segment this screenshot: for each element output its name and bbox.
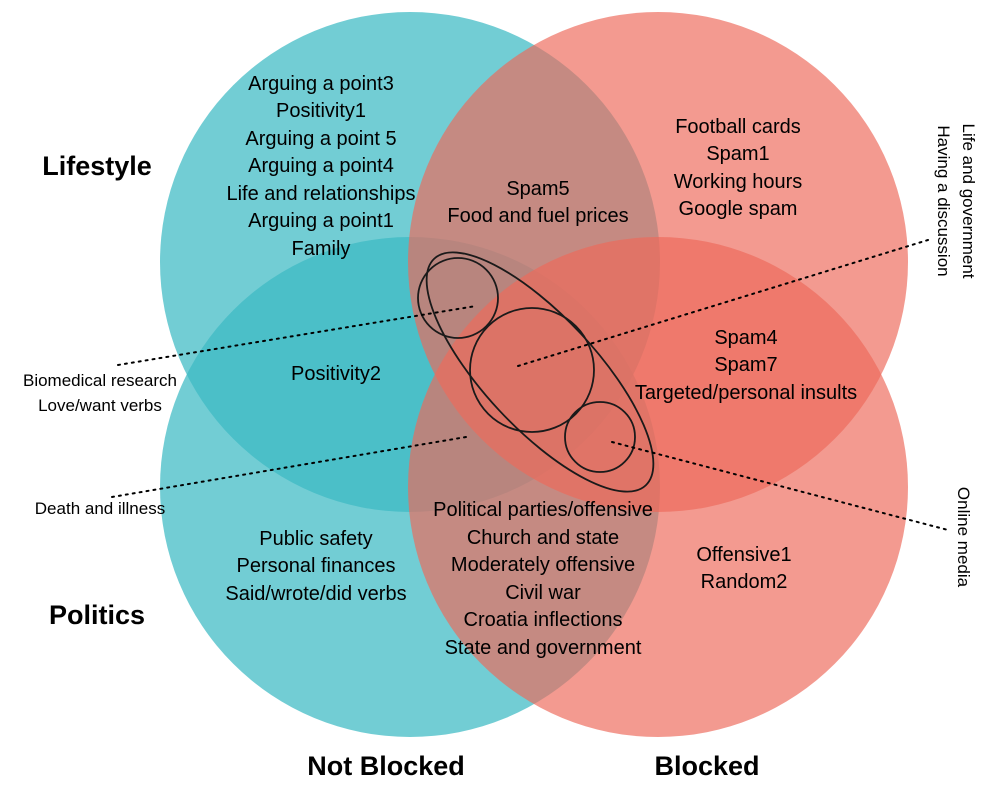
blocked-politics-circle [408,237,908,737]
region-item: Food and fuel prices [447,205,628,227]
region-item: Football cards [675,116,801,138]
region-lifestyle-both: Spam5 Food and fuel prices [447,178,628,227]
region-item: Offensive1 [696,544,791,566]
region-item: Random2 [701,571,788,593]
callout-item: Having a discussion [934,125,953,276]
region-item: Spam1 [706,143,769,165]
region-item: Life and relationships [226,183,415,205]
region-item: Moderately offensive [451,554,635,576]
region-item: Spam7 [714,354,777,376]
callout-left-upper: Biomedical research Love/want verbs [23,371,177,415]
region-politics-blocked: Offensive1 Random2 [696,544,791,593]
region-item: Arguing a point4 [248,155,394,177]
inner-circle-bottom [564,401,636,473]
region-item: Positivity2 [291,363,381,385]
region-item: Public safety [259,528,372,550]
callout-item: Life and government [959,124,978,279]
region-lifestyle-blocked: Football cards Spam1 Working hours Googl… [674,116,803,220]
region-item: Arguing a point 5 [245,128,396,150]
region-item: Said/wrote/did verbs [225,583,406,605]
inner-circle-middle [469,307,595,433]
region-politics-both: Political parties/offensive Church and s… [433,499,653,659]
callout-line-right-lower [611,441,949,531]
callout-item: Biomedical research [23,371,177,390]
region-item: State and government [445,637,642,659]
category-blocked: Blocked [654,751,759,781]
region-item: Working hours [674,171,803,193]
region-lifestyle-politics-not-blocked: Positivity2 [291,363,381,385]
inner-ellipse [425,251,655,493]
region-item: Google spam [679,198,798,220]
callout-item: Online media [954,487,973,588]
region-item: Arguing a point1 [248,210,394,232]
category-politics: Politics [49,600,145,630]
region-item: Spam4 [714,327,777,349]
region-item: Personal finances [237,555,396,577]
callout-right-upper: Life and government Having a discussion [934,124,978,279]
region-item: Church and state [467,527,619,549]
region-item: Positivity1 [276,100,366,122]
region-item: Croatia inflections [464,609,623,631]
inner-circle-top [417,257,499,339]
region-politics-not-blocked: Public safety Personal finances Said/wro… [225,528,406,605]
callout-item: Death and illness [35,499,165,518]
callout-right-lower: Online media [954,487,973,588]
region-item: Political parties/offensive [433,499,653,521]
region-item: Spam5 [506,178,569,200]
callout-line-right-upper [517,239,929,367]
region-item: Civil war [505,582,581,604]
region-item: Arguing a point3 [248,73,394,95]
region-item: Family [292,238,351,260]
callout-line-left-upper [117,305,477,366]
category-lifestyle: Lifestyle [42,151,152,181]
region-lifestyle-politics-blocked: Spam4 Spam7 Targeted/personal insults [635,327,857,404]
callout-item: Love/want verbs [38,396,162,415]
category-not-blocked: Not Blocked [307,751,465,781]
region-lifestyle-not-blocked: Arguing a point3 Positivity1 Arguing a p… [226,73,415,260]
region-item: Targeted/personal insults [635,382,857,404]
callout-left-lower: Death and illness [35,499,165,518]
